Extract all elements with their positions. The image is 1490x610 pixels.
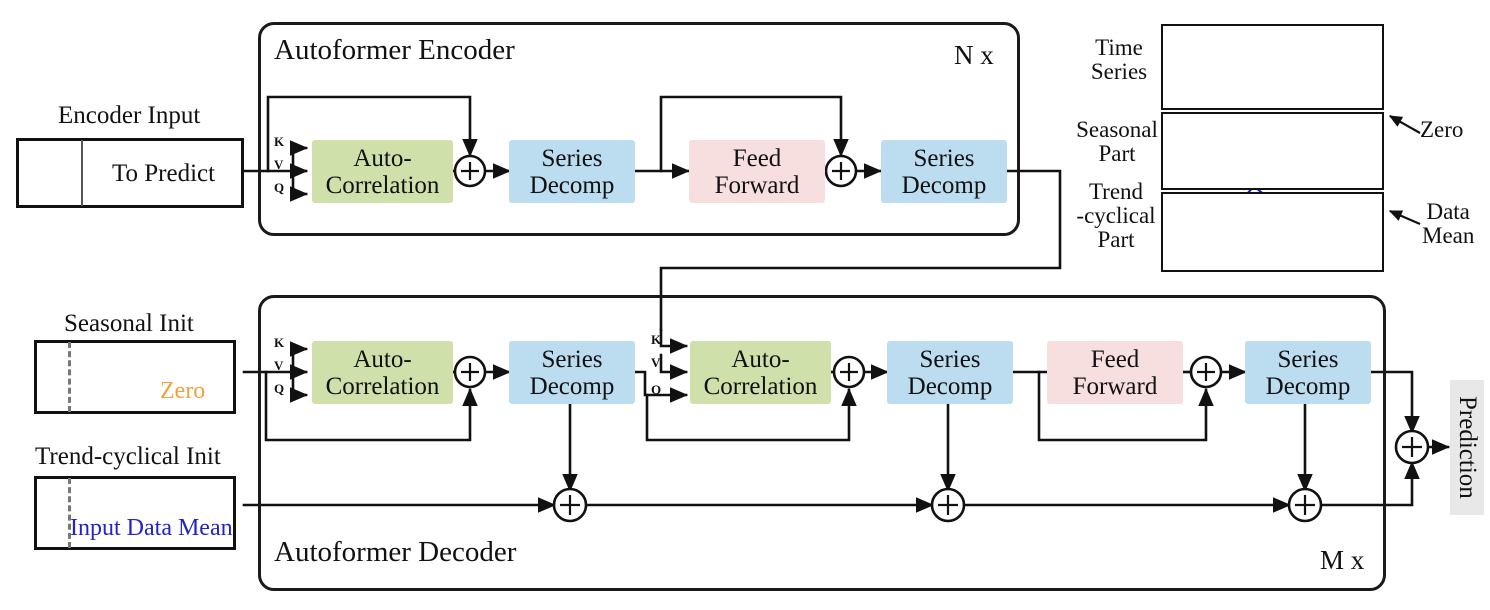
encoder-container	[258, 22, 1020, 236]
decoder-v-label-2: V	[651, 355, 661, 370]
block-label-line1: Auto-	[731, 345, 790, 373]
block-label-line2: Decomp	[907, 372, 993, 400]
encoder-input-box	[16, 138, 244, 208]
block-label-line1: Feed	[732, 144, 782, 172]
zero-annotation: Zero	[1420, 117, 1464, 142]
block-label-line2: Decomp	[529, 171, 615, 199]
block-label-line2: Correlation	[325, 171, 440, 199]
time-series-plot	[1161, 24, 1384, 110]
encoder-title: Autoformer Encoder	[274, 34, 515, 66]
decoder-auto-correlation-block-2[interactable]: Auto- Correlation	[690, 341, 831, 404]
block-label-line1: Series	[1277, 345, 1339, 373]
block-label-line1: Auto-	[353, 144, 412, 172]
decoder-q-label-1: Q	[274, 381, 285, 396]
plot-label-line1: Trend	[1088, 179, 1144, 204]
plot-label-line2: Series	[1090, 59, 1148, 85]
encoder-auto-correlation-block[interactable]: Auto- Correlation	[312, 140, 453, 203]
block-label-line2: Forward	[714, 171, 800, 199]
decoder-container	[258, 295, 1386, 591]
trend-cyclical-plot-label: Trend -cyclical Part	[1072, 179, 1160, 253]
seasonal-part-plot-label: Seasonal Part	[1076, 117, 1158, 167]
encoder-input-label: Encoder Input	[58, 102, 201, 129]
plot-label-line1: Seasonal	[1076, 117, 1158, 142]
trend-init-box	[34, 476, 236, 550]
decoder-v-label-1: V	[274, 358, 284, 373]
seasonal-init-zero-note: Zero	[160, 378, 206, 404]
block-label-line1: Series	[541, 345, 603, 373]
encoder-series-decomp-block-1[interactable]: Series Decomp	[509, 140, 635, 203]
data-mean-line1: Data	[1426, 199, 1470, 224]
plot-label-line3: Part	[1097, 227, 1135, 253]
decoder-series-decomp-block-2[interactable]: Series Decomp	[887, 341, 1013, 404]
decoder-k-label-1: K	[274, 335, 285, 350]
seasonal-part-plot	[1161, 112, 1384, 190]
data-mean-line2: Mean	[1422, 223, 1475, 249]
block-label-line1: Feed	[1090, 345, 1140, 373]
encoder-k-label: K	[274, 134, 285, 149]
plot-label-line2: -cyclical	[1076, 203, 1156, 229]
trend-init-split-line	[68, 478, 71, 548]
to-predict-label: To Predict	[112, 160, 216, 187]
decoder-k-label-2: K	[651, 332, 662, 347]
decoder-series-decomp-block-3[interactable]: Series Decomp	[1245, 341, 1371, 404]
decoder-feed-forward-block[interactable]: Feed Forward	[1047, 341, 1183, 404]
block-label-line2: Decomp	[901, 171, 987, 199]
block-label-line2: Correlation	[325, 372, 440, 400]
trend-init-mean-note: Input Data Mean	[70, 515, 233, 541]
encoder-repeat-count: N x	[954, 40, 994, 70]
time-series-plot-label: Time Series	[1082, 35, 1156, 85]
seasonal-init-split-line	[68, 342, 71, 412]
seasonal-init-label: Seasonal Init	[64, 310, 194, 337]
encoder-series-decomp-block-2[interactable]: Series Decomp	[881, 140, 1007, 203]
encoder-input-divider	[81, 140, 83, 206]
block-label-line2: Correlation	[703, 372, 818, 400]
decoder-repeat-count: M x	[1320, 545, 1365, 575]
block-label-line1: Series	[919, 345, 981, 373]
decoder-series-decomp-block-1[interactable]: Series Decomp	[509, 341, 635, 404]
trend-init-label: Trend-cyclical Init	[35, 443, 221, 470]
seasonal-init-box	[34, 340, 236, 414]
block-label-line1: Series	[913, 144, 975, 172]
sum-nodes	[453, 154, 1430, 523]
block-label-line1: Auto-	[353, 345, 412, 373]
plot-label-line2: Part	[1098, 141, 1136, 167]
decoder-title: Autoformer Decoder	[274, 536, 517, 568]
data-mean-annotation: Data Mean	[1422, 199, 1475, 249]
plot-label-line1: Time	[1095, 35, 1143, 60]
block-label-line2: Forward	[1072, 372, 1158, 400]
encoder-q-label: Q	[274, 180, 285, 195]
decoder-auto-correlation-block-1[interactable]: Auto- Correlation	[312, 341, 453, 404]
encoder-v-label: V	[274, 157, 284, 172]
prediction-output-badge: Prediction	[1450, 380, 1484, 515]
trend-cyclical-part-plot	[1161, 192, 1384, 272]
decoder-q-label-2: Q	[651, 382, 662, 397]
block-label-line1: Series	[541, 144, 603, 172]
block-label-line2: Decomp	[529, 372, 615, 400]
block-label-line2: Decomp	[1265, 372, 1351, 400]
encoder-feed-forward-block[interactable]: Feed Forward	[689, 140, 825, 203]
